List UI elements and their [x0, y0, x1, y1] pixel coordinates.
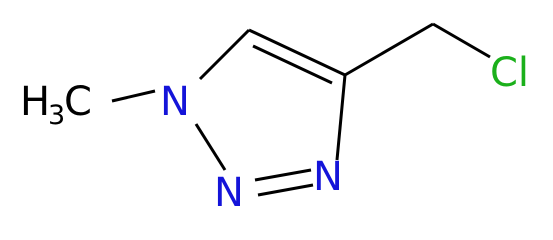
bond-c5-c4: [248, 28, 346, 77]
methyl-c-label: C: [64, 79, 92, 125]
bond-c5-c4-second: [252, 44, 333, 85]
atom-labels: H 3 C N N N Cl: [20, 50, 529, 216]
bond-c4-ch2: [344, 22, 434, 77]
methyl-subscript-label: 3: [48, 100, 65, 131]
nitrogen-n1-label: N: [160, 79, 190, 125]
chlorine-label: Cl: [490, 50, 529, 96]
bond-methyl-n1: [111, 89, 156, 103]
bond-c4-n3: [335, 74, 347, 161]
chemical-structure-diagram: H 3 C N N N Cl: [20, 22, 529, 216]
bond-ch2-cl: [432, 22, 491, 59]
bond-n1-n2: [194, 123, 227, 171]
nitrogen-n2-label: N: [214, 170, 244, 216]
methyl-h-label: H: [20, 79, 50, 125]
nitrogen-n3-label: N: [313, 154, 343, 200]
bond-n2-n3: [257, 183, 314, 197]
bond-n1-c5: [198, 28, 251, 81]
bonds: [111, 22, 491, 197]
bond-n2-n3-second: [254, 168, 312, 182]
